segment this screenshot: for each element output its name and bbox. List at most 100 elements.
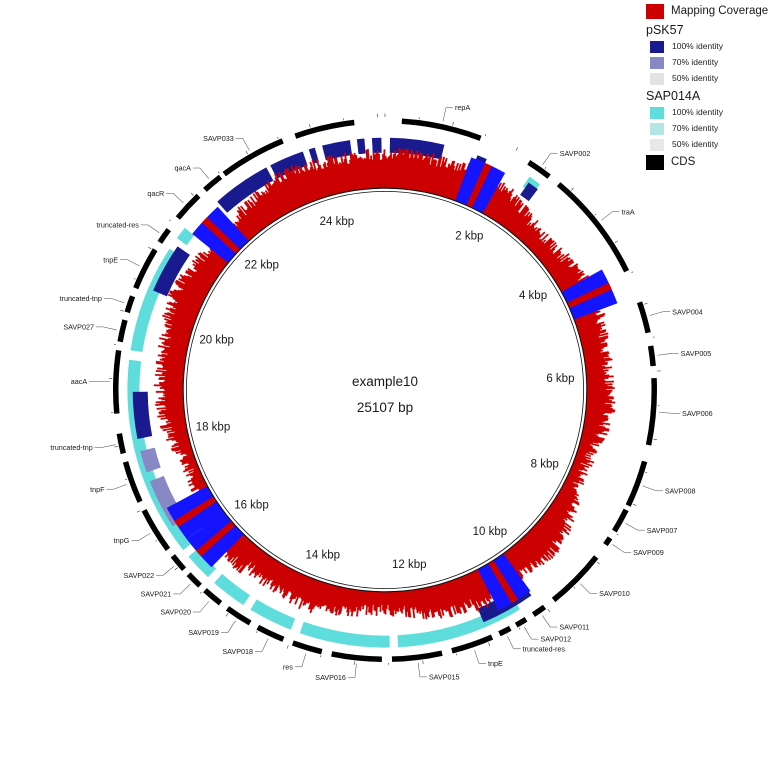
gene-leader-line xyxy=(474,649,480,664)
cds-feature xyxy=(133,248,158,290)
axis-tick-label: 4 kbp xyxy=(519,290,547,302)
gene-label: SAVP020 xyxy=(160,608,191,617)
outer-tick xyxy=(645,471,648,474)
legend-item-psk57-100: 100% identity xyxy=(638,41,768,53)
cds-feature xyxy=(331,651,382,662)
gene-leader-line xyxy=(301,653,307,667)
outer-tick xyxy=(614,240,618,243)
cds-ring xyxy=(113,118,657,662)
gene-leader-line xyxy=(524,626,532,640)
outer-tick xyxy=(174,567,178,571)
axis-tick-label: 6 kbp xyxy=(546,373,574,385)
axis-tick-label: 8 kbp xyxy=(531,458,559,470)
cds-feature xyxy=(551,555,599,603)
gene-label: tnpE xyxy=(103,255,118,264)
legend-label-sap014a-70: 70% identity xyxy=(672,123,719,134)
gene-leader-line xyxy=(612,544,625,553)
gene-label: SAVP011 xyxy=(559,623,589,632)
axis-tick-label: 10 kbp xyxy=(473,526,508,538)
genome-tick xyxy=(569,474,573,477)
genome-tick xyxy=(288,569,291,571)
outer-tick xyxy=(200,591,202,594)
coverage-spike-layer xyxy=(166,157,618,611)
gene-label: aacA xyxy=(71,377,88,386)
sap014a-block xyxy=(127,359,193,551)
genome-tick xyxy=(567,301,570,304)
gene-leader-line xyxy=(417,662,421,677)
gene-label: tnpG xyxy=(114,536,130,545)
genome-tick xyxy=(280,211,284,215)
outer-tick xyxy=(277,137,279,139)
outer-tick xyxy=(632,503,637,506)
legend-panel: Mapping Coverage pSK57 100% identity 70%… xyxy=(638,0,768,174)
gene-label: SAVP009 xyxy=(633,548,664,557)
center-genome-size: 25107 bp xyxy=(357,400,413,415)
outer-tick xyxy=(631,271,634,273)
gene-label: truncated-tnp xyxy=(50,443,92,452)
outer-tick xyxy=(245,150,248,155)
genome-tick xyxy=(577,324,581,327)
genome-tick xyxy=(214,501,216,503)
cds-feature xyxy=(222,138,284,177)
psk57-block xyxy=(389,137,445,160)
genome-tick xyxy=(459,199,461,202)
sap014a-block xyxy=(188,548,217,578)
legend-swatch-psk57-50 xyxy=(650,73,664,85)
sap014a-block xyxy=(299,621,390,648)
cds-feature xyxy=(256,624,285,642)
outer-tick xyxy=(148,246,152,250)
cds-feature xyxy=(175,193,201,220)
gene-leader-line xyxy=(138,533,151,541)
gene-leader-line xyxy=(110,298,125,304)
gene-label: qacA xyxy=(175,164,192,173)
outer-tick xyxy=(488,642,491,646)
legend-swatch-sap014a-50 xyxy=(650,139,664,151)
outer-tick xyxy=(256,631,258,633)
psk57-block xyxy=(371,137,382,154)
axis-tick-label: 16 kbp xyxy=(234,499,269,511)
cds-feature xyxy=(113,350,122,414)
legend-swatch-coverage xyxy=(646,4,664,19)
gene-leader-line xyxy=(625,523,638,531)
cds-feature xyxy=(294,119,355,139)
legend-label-psk57-100: 100% identity xyxy=(672,41,724,52)
cds-feature xyxy=(117,319,128,343)
gene-leader-line xyxy=(227,620,236,633)
coverage-spike-core xyxy=(201,217,241,254)
gene-label: SAVP006 xyxy=(682,409,713,418)
gene-leader-line xyxy=(261,638,269,652)
coverage-spike-core xyxy=(566,282,612,309)
gene-label: truncated-res xyxy=(523,644,566,653)
axis-tick-label: 14 kbp xyxy=(305,549,340,561)
outer-tick xyxy=(225,613,229,617)
outer-tick xyxy=(136,510,141,513)
gene-leader-line xyxy=(642,485,656,492)
legend-swatch-sap014a-100 xyxy=(650,107,664,119)
gene-leader-line xyxy=(102,326,117,331)
cds-feature xyxy=(612,508,629,533)
gene-leader-line xyxy=(507,636,514,649)
cds-feature xyxy=(122,461,143,503)
sap014a-block xyxy=(397,599,520,648)
sap014a-block xyxy=(176,227,195,246)
cds-feature xyxy=(116,433,127,455)
legend-item-psk57-70: 70% identity xyxy=(638,57,768,69)
legend-swatch-psk57-70 xyxy=(650,57,664,69)
cds-feature xyxy=(498,625,512,637)
legend-swatch-cds xyxy=(646,155,664,170)
genome-tick xyxy=(461,577,464,582)
axis-tick-label: 2 kbp xyxy=(455,231,483,243)
legend-item-sap014a-70: 70% identity xyxy=(638,123,768,135)
legend-label-sap014a-100: 100% identity xyxy=(672,107,724,118)
cds-feature xyxy=(157,227,171,244)
psk57-block xyxy=(520,182,538,202)
gene-label: SAVP007 xyxy=(647,526,678,535)
gene-label: SAVP015 xyxy=(429,672,460,681)
cds-feature xyxy=(124,295,136,314)
cds-feature xyxy=(141,509,171,551)
cds-feature xyxy=(170,554,187,572)
coverage-spike-core xyxy=(196,520,236,557)
genome-tick xyxy=(584,426,589,428)
